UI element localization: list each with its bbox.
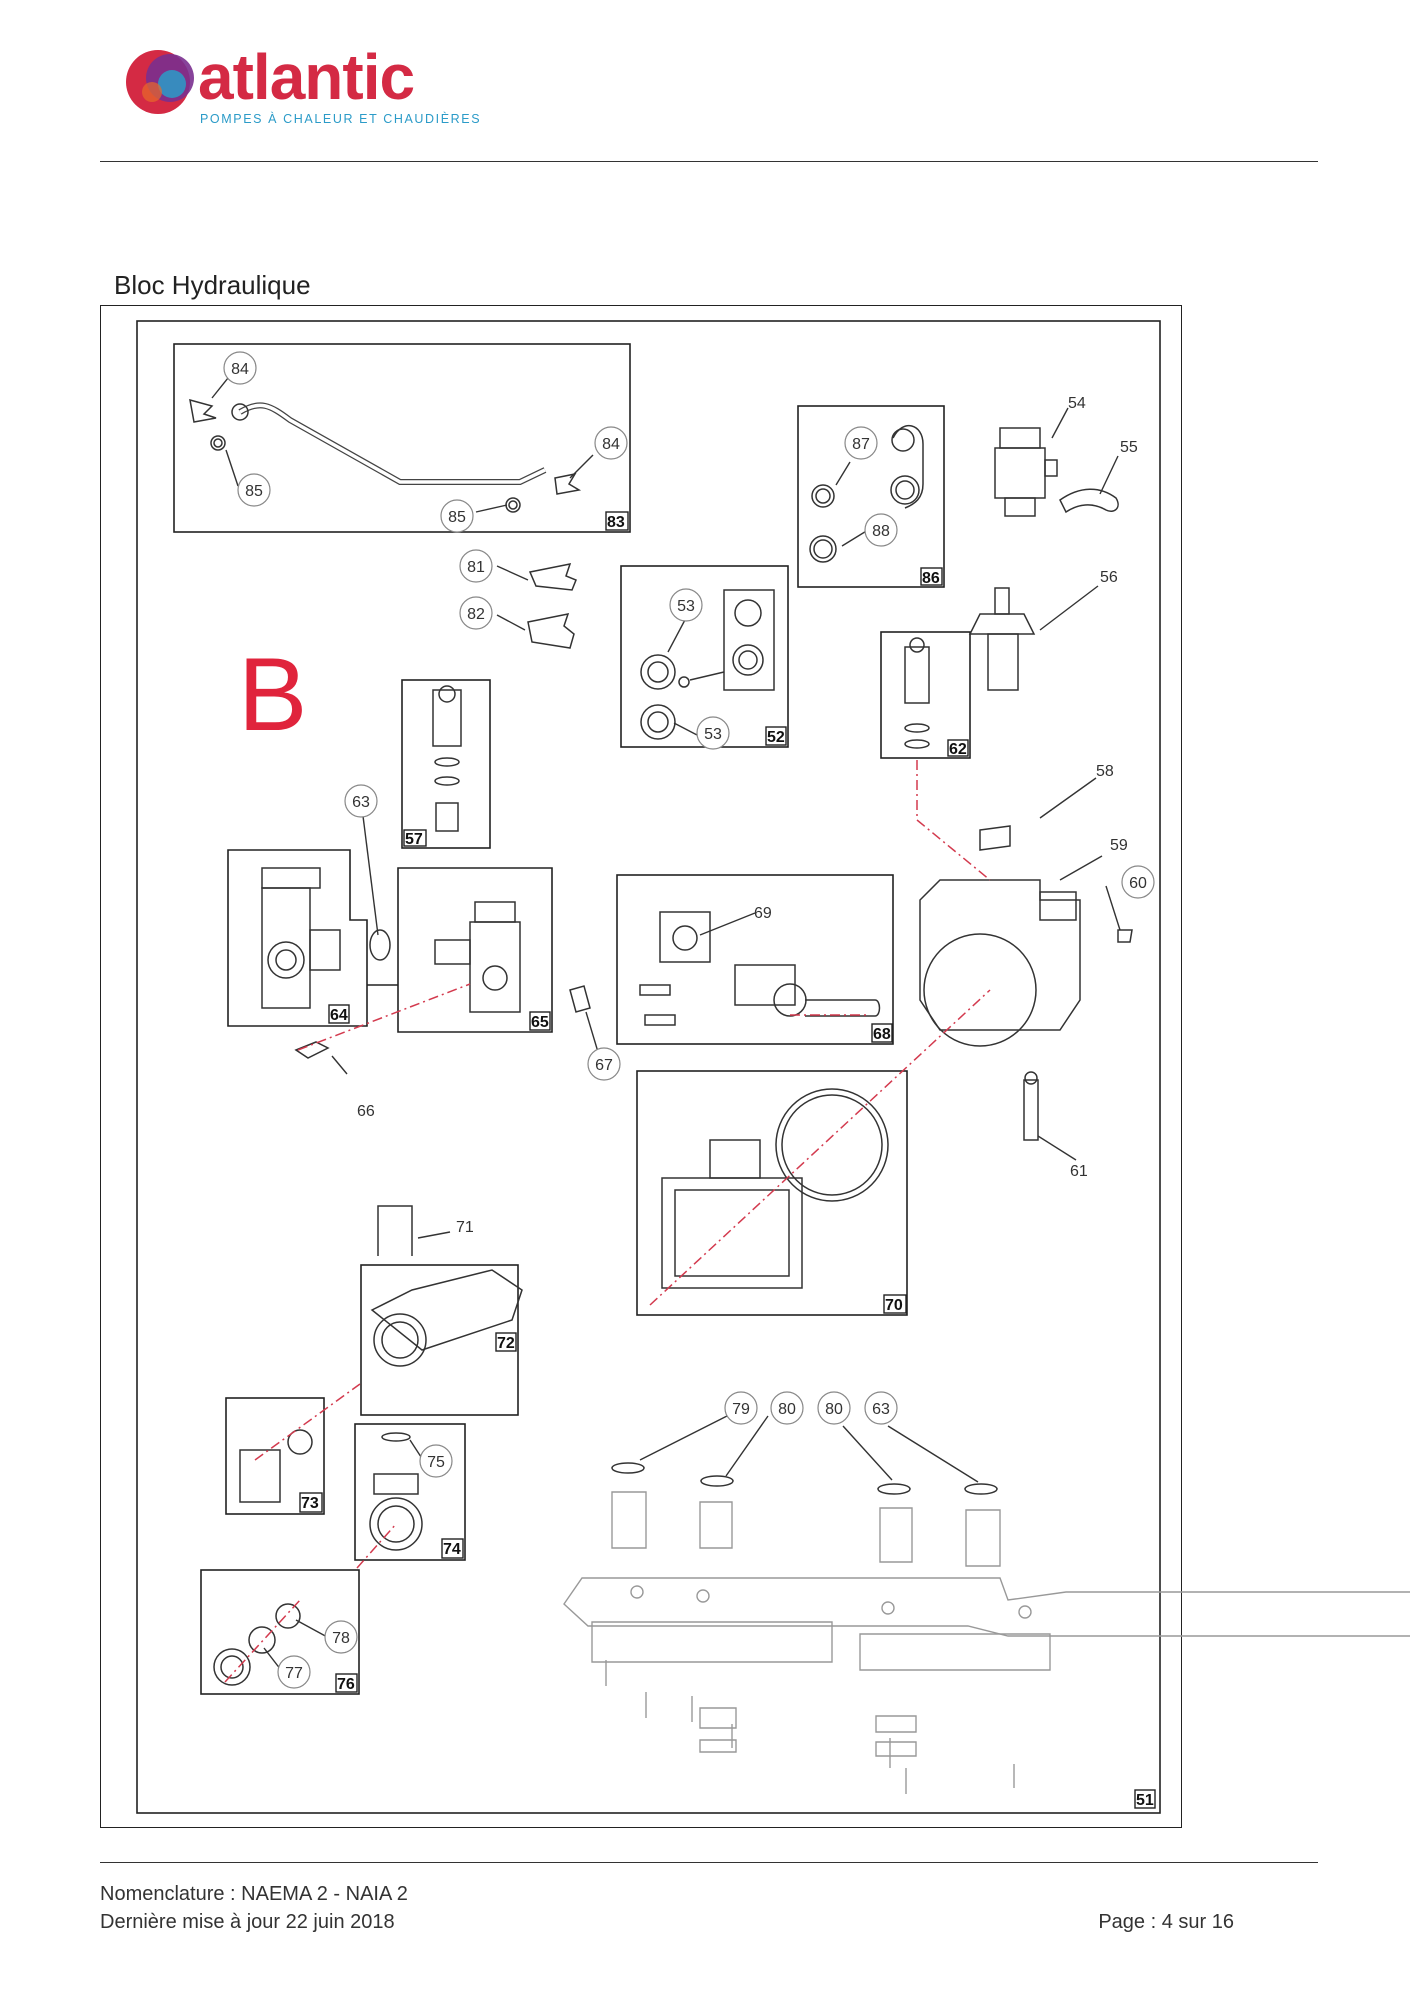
callout-63b: 63 — [872, 1401, 890, 1418]
brand-logo — [112, 38, 492, 128]
section-letter: B — [238, 637, 307, 753]
inner-frame — [136, 320, 1161, 1814]
callout-80b: 80 — [825, 1401, 843, 1418]
callout-60: 60 — [1129, 875, 1147, 892]
logo-mark-icon — [126, 50, 194, 114]
callout-82: 82 — [467, 606, 485, 623]
box-72 — [360, 1264, 519, 1416]
label-55: 55 — [1120, 439, 1138, 456]
callout-85a: 85 — [245, 483, 263, 500]
label-71: 71 — [456, 1219, 474, 1236]
box-label: 74 — [443, 1541, 461, 1558]
box-label: 51 — [1136, 1792, 1154, 1809]
box-label: 76 — [337, 1676, 355, 1693]
label-54: 54 — [1068, 395, 1086, 412]
box-62 — [880, 631, 971, 759]
brand-tagline: POMPES À CHALEUR ET CHAUDIÈRES — [200, 112, 482, 126]
box-label: 57 — [405, 831, 423, 848]
footer-date: Dernière mise à jour 22 juin 2018 — [100, 1911, 395, 1933]
box-label: 52 — [767, 729, 785, 746]
callout-67: 67 — [595, 1057, 613, 1074]
brand-name: atlantic — [198, 41, 415, 113]
box-73 — [225, 1397, 325, 1515]
box-label: 83 — [607, 514, 625, 531]
callout-78: 78 — [332, 1630, 350, 1647]
label-59: 59 — [1110, 837, 1128, 854]
footer-rule — [100, 1862, 1318, 1863]
callout-80a: 80 — [778, 1401, 796, 1418]
box-label: 64 — [330, 1007, 348, 1024]
callout-88: 88 — [872, 523, 890, 540]
box-70 — [636, 1070, 908, 1316]
callout-87: 87 — [852, 436, 870, 453]
callout-63a: 63 — [352, 794, 370, 811]
box-86 — [797, 405, 945, 588]
callout-79: 79 — [732, 1401, 750, 1418]
callout-77: 77 — [285, 1665, 303, 1682]
box-57 — [401, 679, 491, 849]
callout-81: 81 — [467, 559, 485, 576]
header-rule — [100, 161, 1318, 162]
box-label: 72 — [497, 1335, 515, 1352]
callout-84a: 84 — [231, 361, 249, 378]
box-64-65 — [227, 849, 553, 1033]
box-label: 62 — [949, 741, 967, 758]
footer-nomenclature: Nomenclature : NAEMA 2 - NAIA 2 — [100, 1883, 408, 1905]
box-83 — [173, 343, 631, 533]
box-68 — [616, 874, 894, 1045]
box-74 — [354, 1423, 466, 1561]
callout-85b: 85 — [448, 509, 466, 526]
footer-page: Page : 4 sur 16 — [1098, 1911, 1234, 1933]
box-label: 68 — [873, 1026, 891, 1043]
diagram-frame — [100, 305, 1182, 1828]
callout-75: 75 — [427, 1454, 445, 1471]
box-76 — [200, 1569, 360, 1695]
box-label: 70 — [885, 1297, 903, 1314]
callout-53a: 53 — [677, 598, 695, 615]
label-61: 61 — [1070, 1163, 1088, 1180]
label-69: 69 — [754, 905, 772, 922]
callout-53b: 53 — [704, 726, 722, 743]
callout-84b: 84 — [602, 436, 620, 453]
box-label: 73 — [301, 1495, 319, 1512]
section-title: Bloc Hydraulique — [114, 270, 311, 300]
label-66: 66 — [357, 1103, 375, 1120]
label-58: 58 — [1096, 763, 1114, 780]
label-56: 56 — [1100, 569, 1118, 586]
box-label: 86 — [922, 570, 940, 587]
box-label: 65 — [531, 1014, 549, 1031]
